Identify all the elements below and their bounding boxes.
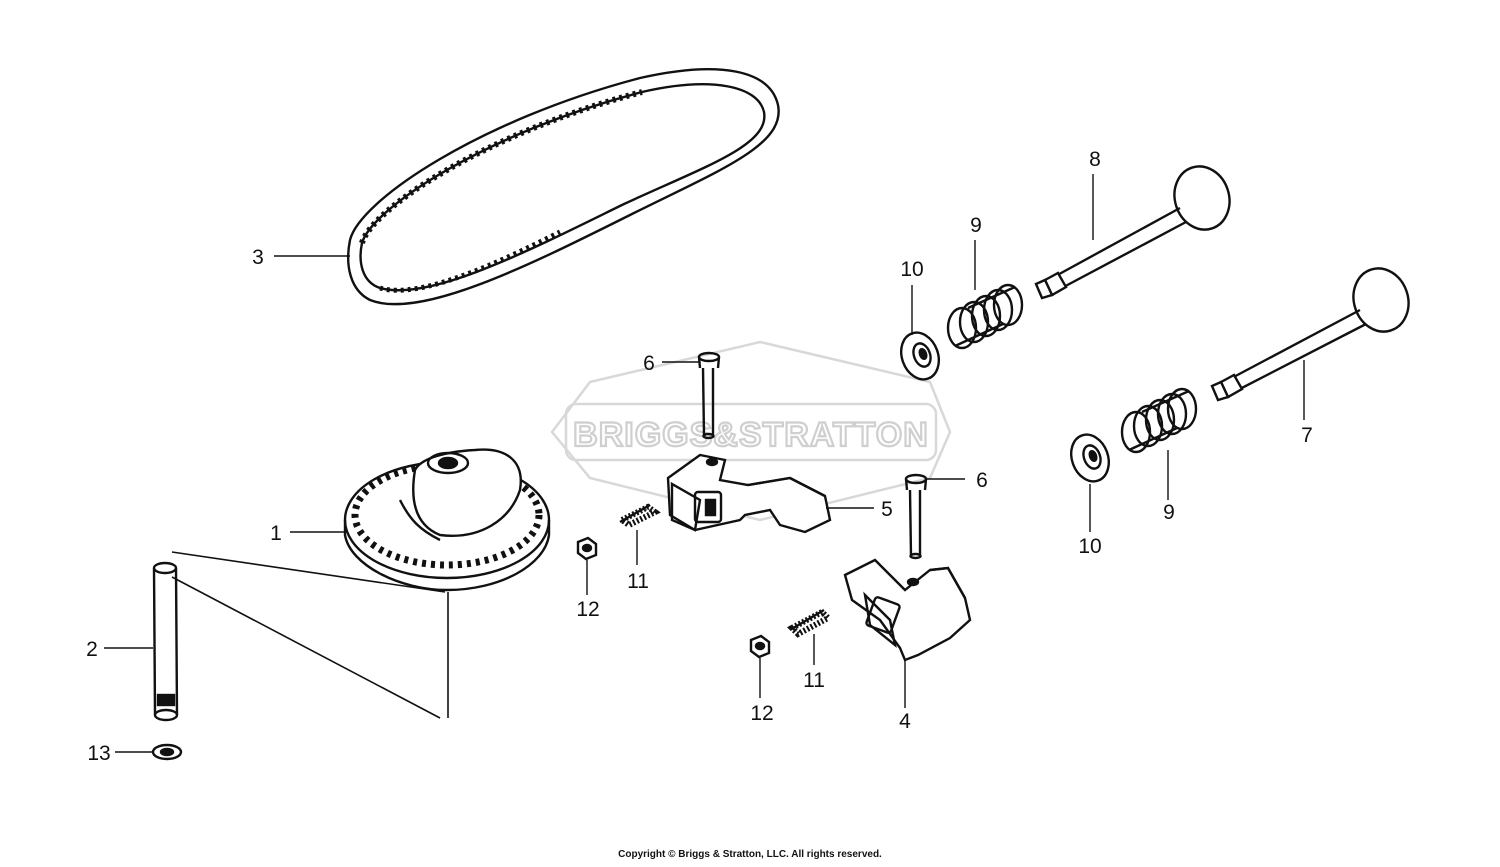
adjusting-screw-upper [616,503,661,529]
intake-valve [1034,165,1231,300]
callout-10-lower: 10 [1078,535,1101,558]
rocker-arm-lower [843,558,972,662]
cam-pulley [343,448,551,592]
callout-8: 8 [1089,148,1101,171]
callout-2: 2 [86,638,98,661]
cam-shaft [152,551,449,722]
adjusting-screw-lower [787,608,833,638]
callout-7: 7 [1301,424,1313,447]
timing-belt [347,68,780,306]
brand-watermark: BRIGGS&STRATTON [550,340,952,522]
callout-13: 13 [87,742,110,765]
callout-11-lower: 11 [803,669,825,692]
callout-6-lower: 6 [976,469,988,492]
rocker-pin-lower [904,473,928,560]
valve-spring-lower [1120,387,1198,454]
callout-12-upper: 12 [576,598,599,621]
retaining-clip [151,743,183,761]
lock-nut-lower [749,634,771,659]
callout-9-upper: 9 [970,214,982,237]
lock-nut-upper [576,536,598,561]
leader-lines [104,174,1305,753]
valve-spring-upper [946,283,1024,350]
copyright-notice: Copyright © Briggs & Stratton, LLC. All … [618,849,882,860]
exhaust-valve [1210,267,1410,402]
callout-3: 3 [252,246,264,269]
callout-4: 4 [899,710,911,733]
watermark-text: BRIGGS&STRATTON [573,416,929,454]
callout-labels: 3 1 2 13 6 6 5 4 7 8 9 10 9 10 11 11 12 … [86,148,1313,765]
spring-retainer-lower [1069,433,1111,483]
rocker-pin-upper [697,351,721,440]
spring-retainer-upper [899,331,941,381]
callout-10-upper: 10 [900,258,923,281]
rocker-arm-upper [666,453,832,534]
callout-5: 5 [881,498,893,521]
callout-9-lower: 9 [1163,501,1175,524]
callout-11-upper: 11 [627,570,649,593]
callout-1: 1 [270,522,282,545]
callout-6-upper: 6 [643,352,655,375]
callout-12-lower: 12 [750,702,773,725]
